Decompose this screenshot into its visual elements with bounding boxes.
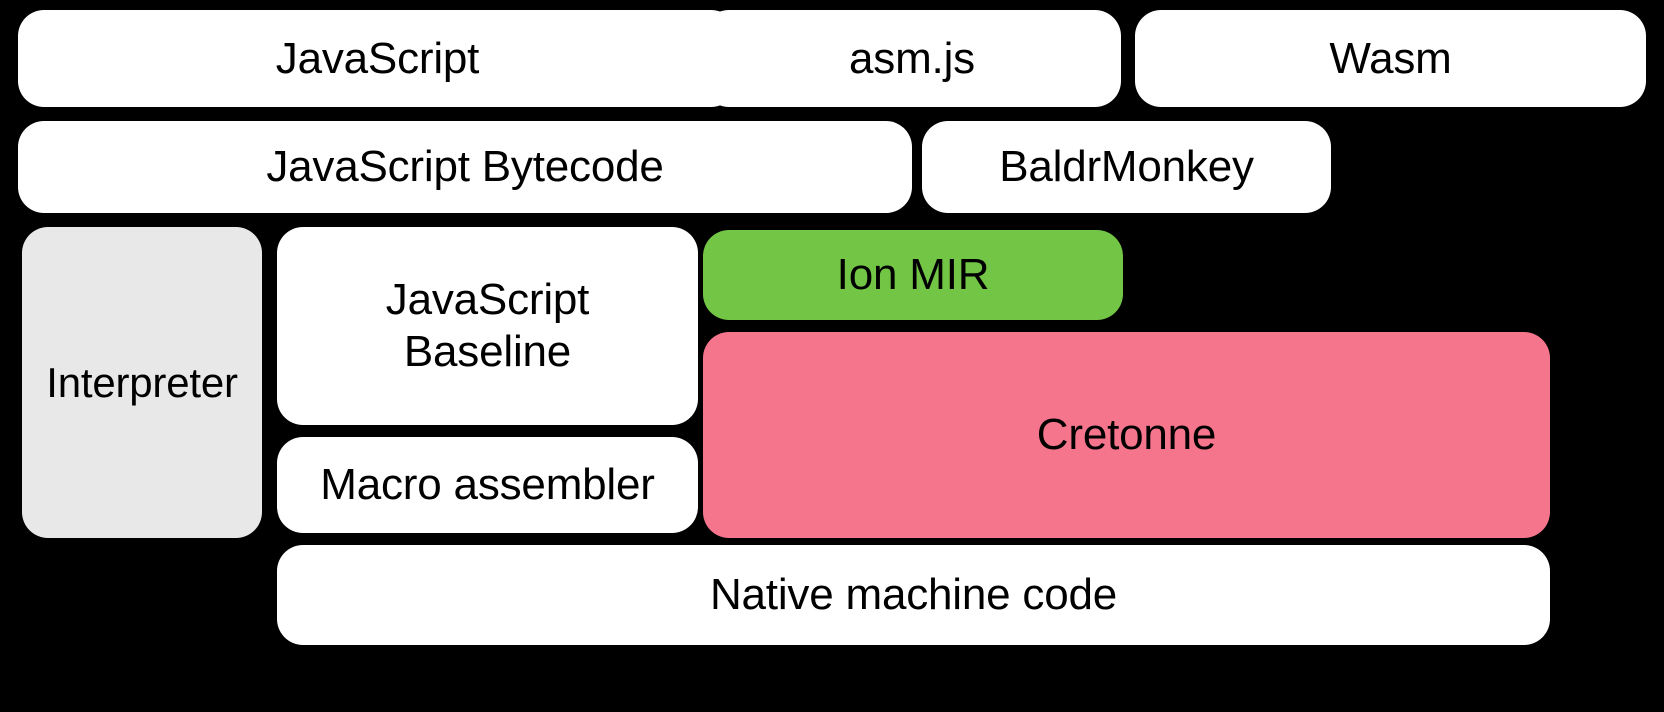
node-interpreter[interactable]: Interpreter xyxy=(22,227,262,538)
node-wasm[interactable]: Wasm xyxy=(1135,10,1646,107)
node-cretonne[interactable]: Cretonne xyxy=(703,332,1550,538)
node-asm-js[interactable]: asm.js xyxy=(703,10,1121,107)
node-ion-mir[interactable]: Ion MIR xyxy=(703,230,1123,320)
node-javascript-baseline[interactable]: JavaScript Baseline xyxy=(277,227,698,425)
node-native-machine-code[interactable]: Native machine code xyxy=(277,545,1550,645)
node-javascript-bytecode[interactable]: JavaScript Bytecode xyxy=(18,121,912,213)
node-javascript[interactable]: JavaScript xyxy=(18,10,737,107)
node-baldrmonkey[interactable]: BaldrMonkey xyxy=(922,121,1331,213)
node-macro-assembler[interactable]: Macro assembler xyxy=(277,437,698,533)
